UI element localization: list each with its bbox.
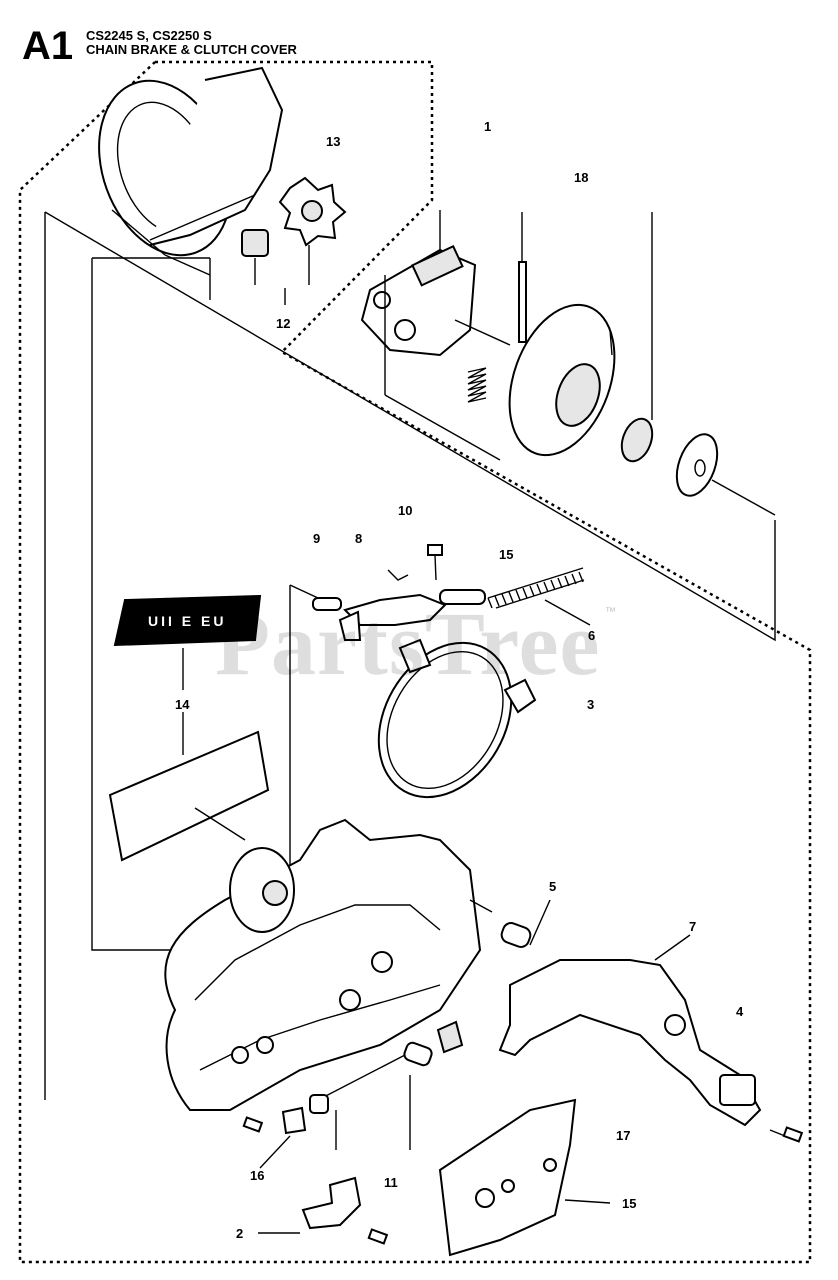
clutch-cover-body-part [164, 818, 493, 1111]
callout-9: 9 [313, 531, 321, 546]
callout-7: 7 [689, 919, 697, 934]
star-sprocket-part [241, 176, 347, 305]
guide-frame-outer [44, 211, 776, 642]
decal-label: UII E EU [148, 613, 227, 629]
diagram-title: CHAIN BRAKE & CLUTCH COVER [86, 42, 297, 57]
figure-code: A1 [22, 24, 74, 68]
callout-11: 11 [384, 1175, 398, 1190]
callout-8: 8 [355, 531, 363, 546]
callout-15-screw: 15 [622, 1196, 637, 1211]
assembly-boundary-dashed [18, 60, 812, 1264]
callout-10: 10 [398, 503, 413, 518]
clutch-drum-part [508, 212, 776, 516]
brake-lever-small-parts [289, 544, 486, 880]
callout-5: 5 [549, 879, 557, 894]
chain-guide-plate-part [438, 1098, 611, 1257]
model-numbers: CS2245 S, CS2250 S [86, 28, 212, 43]
callout-13: 13 [326, 134, 341, 149]
watermark-trademark: ™ [605, 606, 616, 618]
callout-12: 12 [276, 316, 291, 331]
callout-15-spring: 15 [499, 547, 514, 562]
callout-14: 14 [175, 697, 190, 712]
callout-18: 18 [574, 170, 589, 185]
brake-band-part [377, 638, 537, 799]
chain-brake-assembly-part [360, 210, 527, 461]
callout-6: 6 [588, 628, 596, 643]
bushing-part [500, 899, 551, 948]
callout-2: 2 [236, 1226, 244, 1241]
clutch-drum-cover-part [98, 66, 284, 300]
callout-3: 3 [587, 697, 595, 712]
fastener-hardware-parts [242, 1020, 804, 1245]
callout-1: 1 [484, 119, 492, 134]
brake-spring-part [487, 567, 591, 626]
callout-4: 4 [736, 1004, 744, 1019]
warning-decal-part [108, 594, 270, 862]
callout-16: 16 [250, 1168, 265, 1183]
callout-17: 17 [616, 1128, 631, 1143]
watermark-text: PartsTree [215, 595, 601, 694]
